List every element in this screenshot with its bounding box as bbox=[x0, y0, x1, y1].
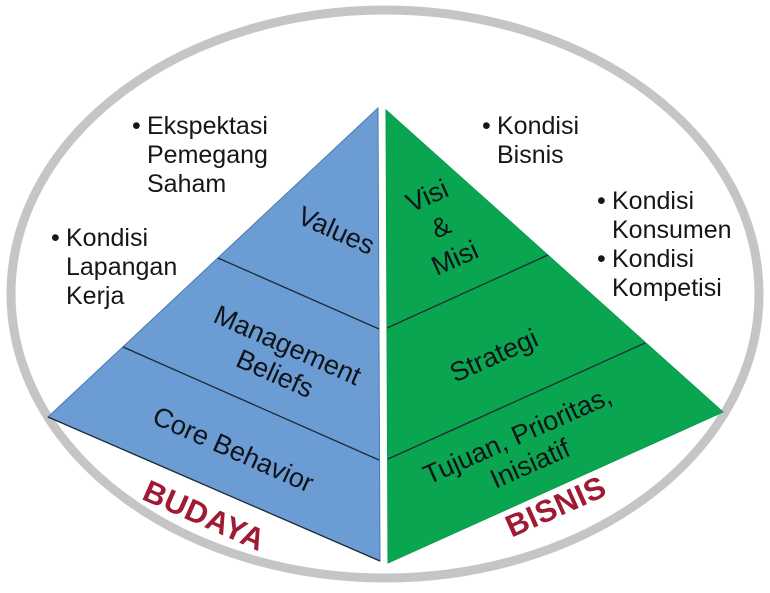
note-kondisi-konsumen-kompetisi: • Kondisi Konsumen • Kondisi Kompetisi bbox=[597, 187, 732, 303]
bullet-item: • Ekspektasi Pemegang Saham bbox=[132, 112, 268, 199]
note-kondisi-lapangan-kerja: • Kondisi Lapangan Kerja bbox=[51, 224, 177, 311]
bullet-marker: • bbox=[51, 224, 60, 252]
bullet-item: • Kondisi Kompetisi bbox=[597, 245, 732, 303]
note-text: Kondisi Konsumen bbox=[612, 187, 732, 244]
bullet-marker: • bbox=[597, 245, 606, 273]
note-ekspektasi-pemegang-saham: • Ekspektasi Pemegang Saham bbox=[132, 112, 268, 199]
bullet-marker: • bbox=[597, 187, 606, 215]
culture-band-divider-1 bbox=[217, 257, 380, 330]
note-text: Kondisi Kompetisi bbox=[612, 245, 722, 302]
note-text: Kondisi Bisnis bbox=[497, 112, 579, 169]
business-band-divider-2 bbox=[387, 342, 646, 460]
note-text: Kondisi Lapangan Kerja bbox=[66, 224, 178, 310]
business-band-divider-1 bbox=[386, 254, 549, 329]
bullet-item: • Kondisi Bisnis bbox=[482, 112, 579, 170]
bullet-marker: • bbox=[132, 112, 141, 140]
note-text: Ekspektasi Pemegang Saham bbox=[147, 112, 268, 198]
culture-base-edge bbox=[47, 416, 381, 562]
note-kondisi-bisnis: • Kondisi Bisnis bbox=[482, 112, 579, 170]
bullet-item: • Kondisi Lapangan Kerja bbox=[51, 224, 177, 311]
business-face bbox=[385, 108, 724, 564]
culture-band-divider-2 bbox=[122, 346, 380, 461]
bullet-marker: • bbox=[482, 112, 491, 140]
bullet-item: • Kondisi Konsumen bbox=[597, 187, 732, 245]
